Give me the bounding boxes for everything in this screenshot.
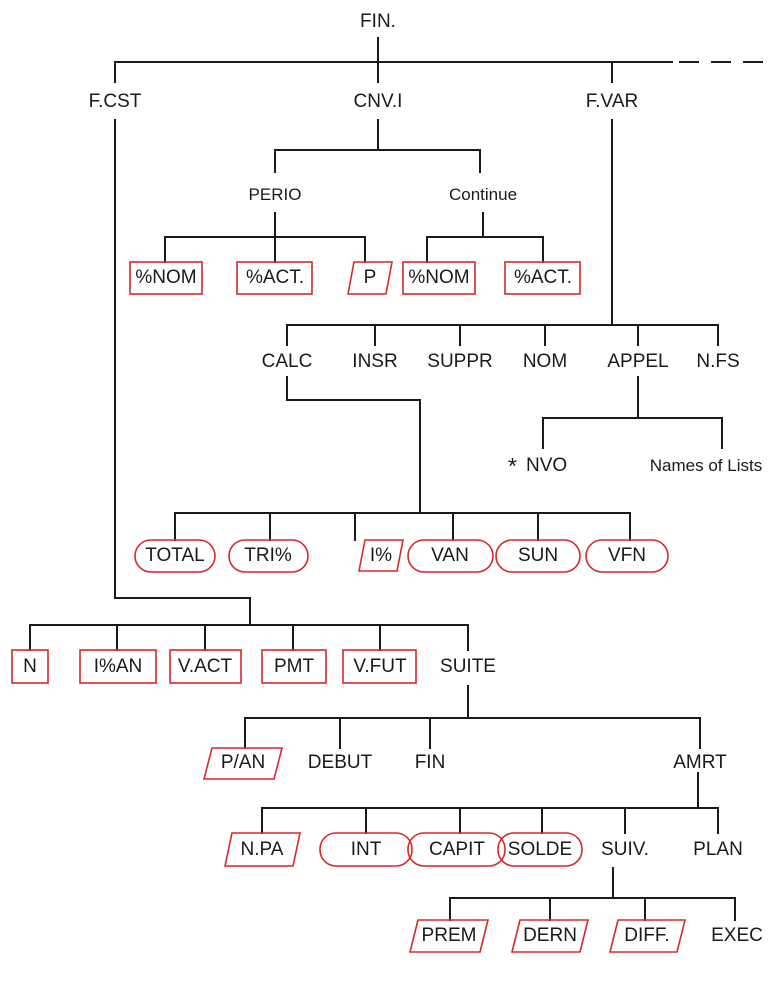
key-total: TOTAL xyxy=(145,545,205,566)
key-van: VAN xyxy=(431,545,469,566)
node-fin: FIN xyxy=(414,752,446,773)
key-outline-rect xyxy=(236,261,313,295)
node-fcst: F.CST xyxy=(88,91,142,112)
node-suppr: SUPPR xyxy=(427,351,493,372)
node-cnvi: CNV.I xyxy=(353,91,403,112)
key-int: INT xyxy=(350,839,382,860)
key-v-fut: V.FUT xyxy=(353,656,407,677)
node-continue: Continue xyxy=(448,185,518,204)
key-v-act: V.ACT xyxy=(177,656,233,677)
key-perio-nom: %NOM xyxy=(135,267,197,288)
node-nfs: N.FS xyxy=(696,351,740,372)
key-continue-act: %ACT. xyxy=(513,267,573,288)
node-amrt: AMRT xyxy=(673,752,727,773)
node-root: FIN. xyxy=(360,11,396,32)
node-suiv: SUIV. xyxy=(601,839,649,860)
key-n-pa: N.PA xyxy=(240,839,284,860)
key-outline-rect xyxy=(261,649,327,684)
node-suite: SUITE xyxy=(440,656,496,677)
key-solde: SOLDE xyxy=(507,839,573,860)
node-perio: PERIO xyxy=(248,185,302,204)
key-outline-rect xyxy=(342,649,417,684)
key-outline-parallelogram xyxy=(408,919,490,953)
node-plan: PLAN xyxy=(693,839,743,860)
key-continue-nom: %NOM xyxy=(408,267,470,288)
key-outline-pill xyxy=(497,832,583,867)
key-outline-parallelogram xyxy=(347,261,393,295)
key-tri: TRI% xyxy=(244,545,292,566)
key-i-an: I%AN xyxy=(93,656,143,677)
key-outline-rect xyxy=(129,261,203,295)
key-prem: PREM xyxy=(421,925,477,946)
key-p-an: P/AN xyxy=(220,752,266,773)
star-glyph: * xyxy=(508,453,517,479)
node-names-of-lists: Names of Lists xyxy=(649,456,763,475)
node-calc: CALC xyxy=(261,351,313,372)
key-capit: CAPIT xyxy=(429,839,485,860)
key-outline-pill xyxy=(495,539,581,573)
key-outline-rect xyxy=(169,649,242,684)
node-appel: APPEL xyxy=(607,351,669,372)
key-diff: DIFF. xyxy=(624,925,670,946)
node-insr: INSR xyxy=(352,351,398,372)
node-fvar: F.VAR xyxy=(585,91,639,112)
key-outline-rect xyxy=(504,261,581,295)
key-outline-parallelogram xyxy=(224,832,301,867)
key-outline-rect xyxy=(79,649,157,684)
node-nvo: NVO xyxy=(526,455,568,476)
key-outline-parallelogram xyxy=(608,919,687,953)
key-perio-p: P xyxy=(363,267,377,288)
key-outline-pill xyxy=(585,539,669,573)
key-sun: SUN xyxy=(517,545,559,566)
key-vfn: VFN xyxy=(608,545,646,566)
key-outline-pill xyxy=(134,539,216,573)
key-outline-parallelogram xyxy=(510,919,590,953)
node-exec: EXEC xyxy=(711,925,763,946)
key-perio-act: %ACT. xyxy=(245,267,305,288)
key-outline-parallelogram xyxy=(358,539,404,572)
key-dern: DERN xyxy=(523,925,577,946)
node-nom: NOM xyxy=(522,351,568,372)
key-outline-rect xyxy=(402,261,476,295)
key-outline-pill xyxy=(319,832,413,867)
key-n: N xyxy=(23,656,37,677)
key-outline-rect xyxy=(11,649,49,684)
key-outline-pill xyxy=(228,539,309,573)
key-outline-pill xyxy=(407,539,494,573)
key-i-percent: I% xyxy=(369,545,393,566)
node-debut: DEBUT xyxy=(307,752,373,773)
key-outline-pill xyxy=(407,832,506,867)
key-outline-parallelogram xyxy=(202,747,284,780)
key-pmt: PMT xyxy=(273,656,315,677)
